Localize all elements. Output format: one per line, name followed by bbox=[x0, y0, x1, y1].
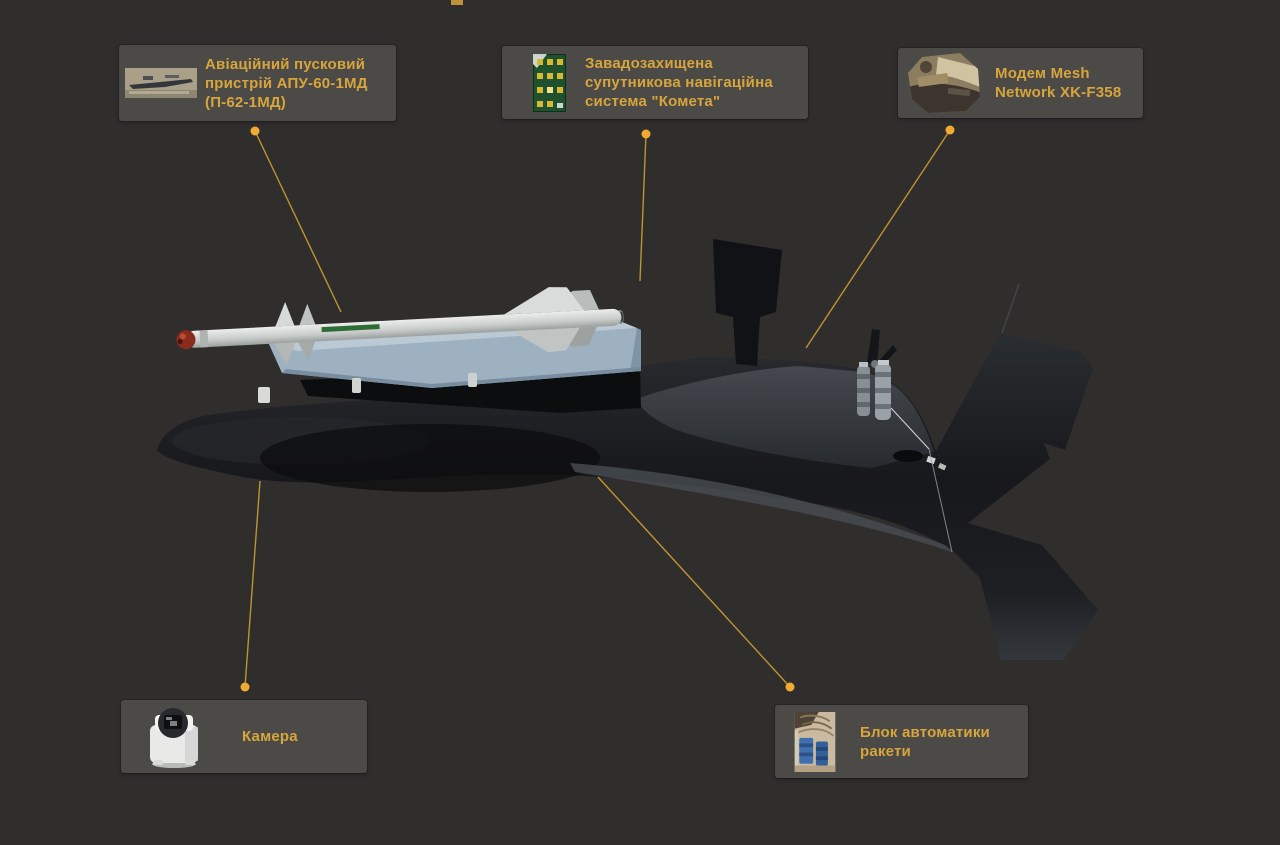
callout-camera-label: Камера bbox=[242, 728, 298, 745]
missile-canard-lower-2 bbox=[298, 341, 316, 361]
missile-fin-upper-front bbox=[504, 287, 584, 315]
engine-band bbox=[875, 372, 891, 377]
connector-satnav bbox=[639, 133, 647, 282]
callout-connectors bbox=[244, 129, 951, 688]
engine-band bbox=[857, 374, 870, 379]
engine-band bbox=[857, 388, 870, 393]
dot-launcher bbox=[250, 126, 260, 136]
missile-green-stripe bbox=[321, 324, 380, 333]
callout-modem-label: Модем Mesh Network XK-F358 bbox=[995, 65, 1122, 101]
missile-fin-lower-front bbox=[511, 327, 580, 353]
callout-modem: Модем Mesh Network XK-F358 bbox=[898, 48, 1143, 118]
antenna-wire bbox=[890, 407, 930, 450]
launcher-photo bbox=[125, 68, 197, 98]
drone-left-fin bbox=[713, 239, 782, 366]
dot-modem bbox=[945, 125, 955, 135]
antenna-wire-2 bbox=[928, 448, 953, 553]
callout-launcher-label: Авіаційний пусковий пристрій АПУ-60-1МД … bbox=[205, 55, 368, 111]
missile-nose-band bbox=[199, 330, 209, 348]
dot-rocket bbox=[785, 682, 795, 692]
launcher-end-face bbox=[630, 328, 641, 372]
connector-modem bbox=[805, 129, 951, 349]
satnav-pcb-photo bbox=[533, 53, 566, 112]
wing-fitting-2 bbox=[938, 462, 947, 471]
drone-center-shadow bbox=[260, 424, 600, 492]
missile-canard-upper bbox=[275, 301, 295, 327]
engine-band bbox=[857, 402, 870, 407]
drone-airframe bbox=[157, 239, 1098, 660]
callout-satnav: Завадозахищена супутникова навігаційна с… bbox=[502, 46, 808, 119]
wing-hatch bbox=[893, 450, 923, 462]
callout-satnav-label: Завадозахищена супутникова навігаційна с… bbox=[585, 55, 773, 110]
callout-rocket-automation: Блок автоматики ракети bbox=[775, 705, 1028, 778]
dot-satnav bbox=[641, 129, 651, 139]
engine-cap bbox=[859, 362, 868, 367]
callout-rocket-automation-label: Блок автоматики ракети bbox=[860, 723, 990, 760]
connector-launcher bbox=[254, 130, 342, 313]
winglet-edge bbox=[1001, 283, 1020, 334]
mount-lug bbox=[468, 373, 477, 387]
connector-rocket bbox=[597, 476, 791, 688]
dot-camera bbox=[240, 682, 250, 692]
mount-lug bbox=[258, 387, 270, 403]
callout-camera: Камера bbox=[121, 700, 367, 773]
engine-propeller bbox=[857, 329, 953, 553]
missile-canard-lower bbox=[274, 342, 296, 365]
mesh-modem-photo bbox=[908, 53, 980, 113]
missile bbox=[176, 287, 624, 365]
missile-fuselage bbox=[185, 308, 622, 348]
missile-seeker bbox=[177, 339, 183, 345]
mount-lug bbox=[352, 378, 361, 393]
engine-cap bbox=[878, 360, 889, 365]
callout-dots bbox=[240, 125, 955, 692]
launcher-bottom-shade bbox=[282, 367, 641, 388]
propeller-blade bbox=[867, 329, 880, 364]
trailing-edge-light bbox=[570, 463, 952, 552]
missile-canard-upper-2 bbox=[299, 303, 316, 326]
camera-photo bbox=[150, 707, 198, 768]
cropped-title-remnant bbox=[451, 0, 463, 5]
rocket-automation-photo bbox=[794, 711, 836, 772]
connector-camera bbox=[244, 480, 261, 688]
engine-band bbox=[875, 388, 891, 393]
missile-nose-glint bbox=[179, 333, 186, 340]
engine-band bbox=[875, 404, 891, 409]
callout-launcher: Авіаційний пусковий пристрій АПУ-60-1МД … bbox=[119, 45, 396, 121]
